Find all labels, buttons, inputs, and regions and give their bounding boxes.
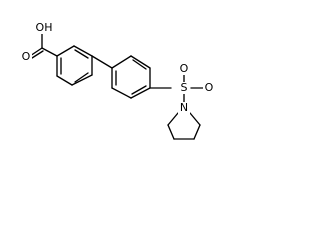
- right-ring-inner-bond-2: [131, 85, 147, 95]
- right-ring-bond-5: [111, 87, 132, 99]
- nitrogen-label-background: [178, 102, 190, 114]
- left-ring-bond-2: [56, 75, 73, 86]
- sulfonyl-left-o-background: [178, 63, 190, 75]
- carboxyl-to-ring-bond: [41, 47, 58, 57]
- carboxyl-oh-label: OH: [36, 21, 53, 34]
- left-ring-bond-3: [71, 74, 93, 86]
- right-ring-bond-4: [130, 87, 151, 99]
- sulfur-label: S: [181, 81, 188, 94]
- pyrrolidine-bond-5: [189, 112, 201, 126]
- right-ring-bond-2: [130, 55, 151, 69]
- molecule-diagram: OH O O S O N: [20, 21, 215, 140]
- pyrrolidine-bond-4: [193, 124, 201, 140]
- sulfur-label-background: [178, 82, 190, 94]
- left-ring-bond-5: [73, 45, 93, 57]
- carboxyl-c-o-double-bond-2: [31, 50, 44, 59]
- pyrrolidine-bond-2: [167, 124, 175, 140]
- carboxyl-o-label: O: [22, 50, 31, 63]
- left-ring-bond-6: [56, 45, 75, 57]
- biaryl-bond: [91, 55, 113, 69]
- right-ring-bond-1: [111, 55, 132, 69]
- oh-label-background: [35, 22, 53, 34]
- chemical-structure-canvas: OH O O S O N: [20, 21, 215, 140]
- pyrrolidine-bond-1: [167, 112, 179, 126]
- carboxyl-o-label-background: [20, 51, 32, 63]
- left-ring-inner-bond-2: [74, 72, 89, 83]
- nitrogen-label: N: [180, 101, 188, 114]
- sulfonyl-right-oxygen-label: O: [205, 81, 214, 94]
- sulfonyl-right-o-background: [203, 82, 215, 94]
- right-ring-inner-bond-1: [132, 59, 147, 70]
- sulfonyl-left-oxygen-label: O: [180, 62, 189, 75]
- left-ring-inner-bond-3: [74, 49, 89, 59]
